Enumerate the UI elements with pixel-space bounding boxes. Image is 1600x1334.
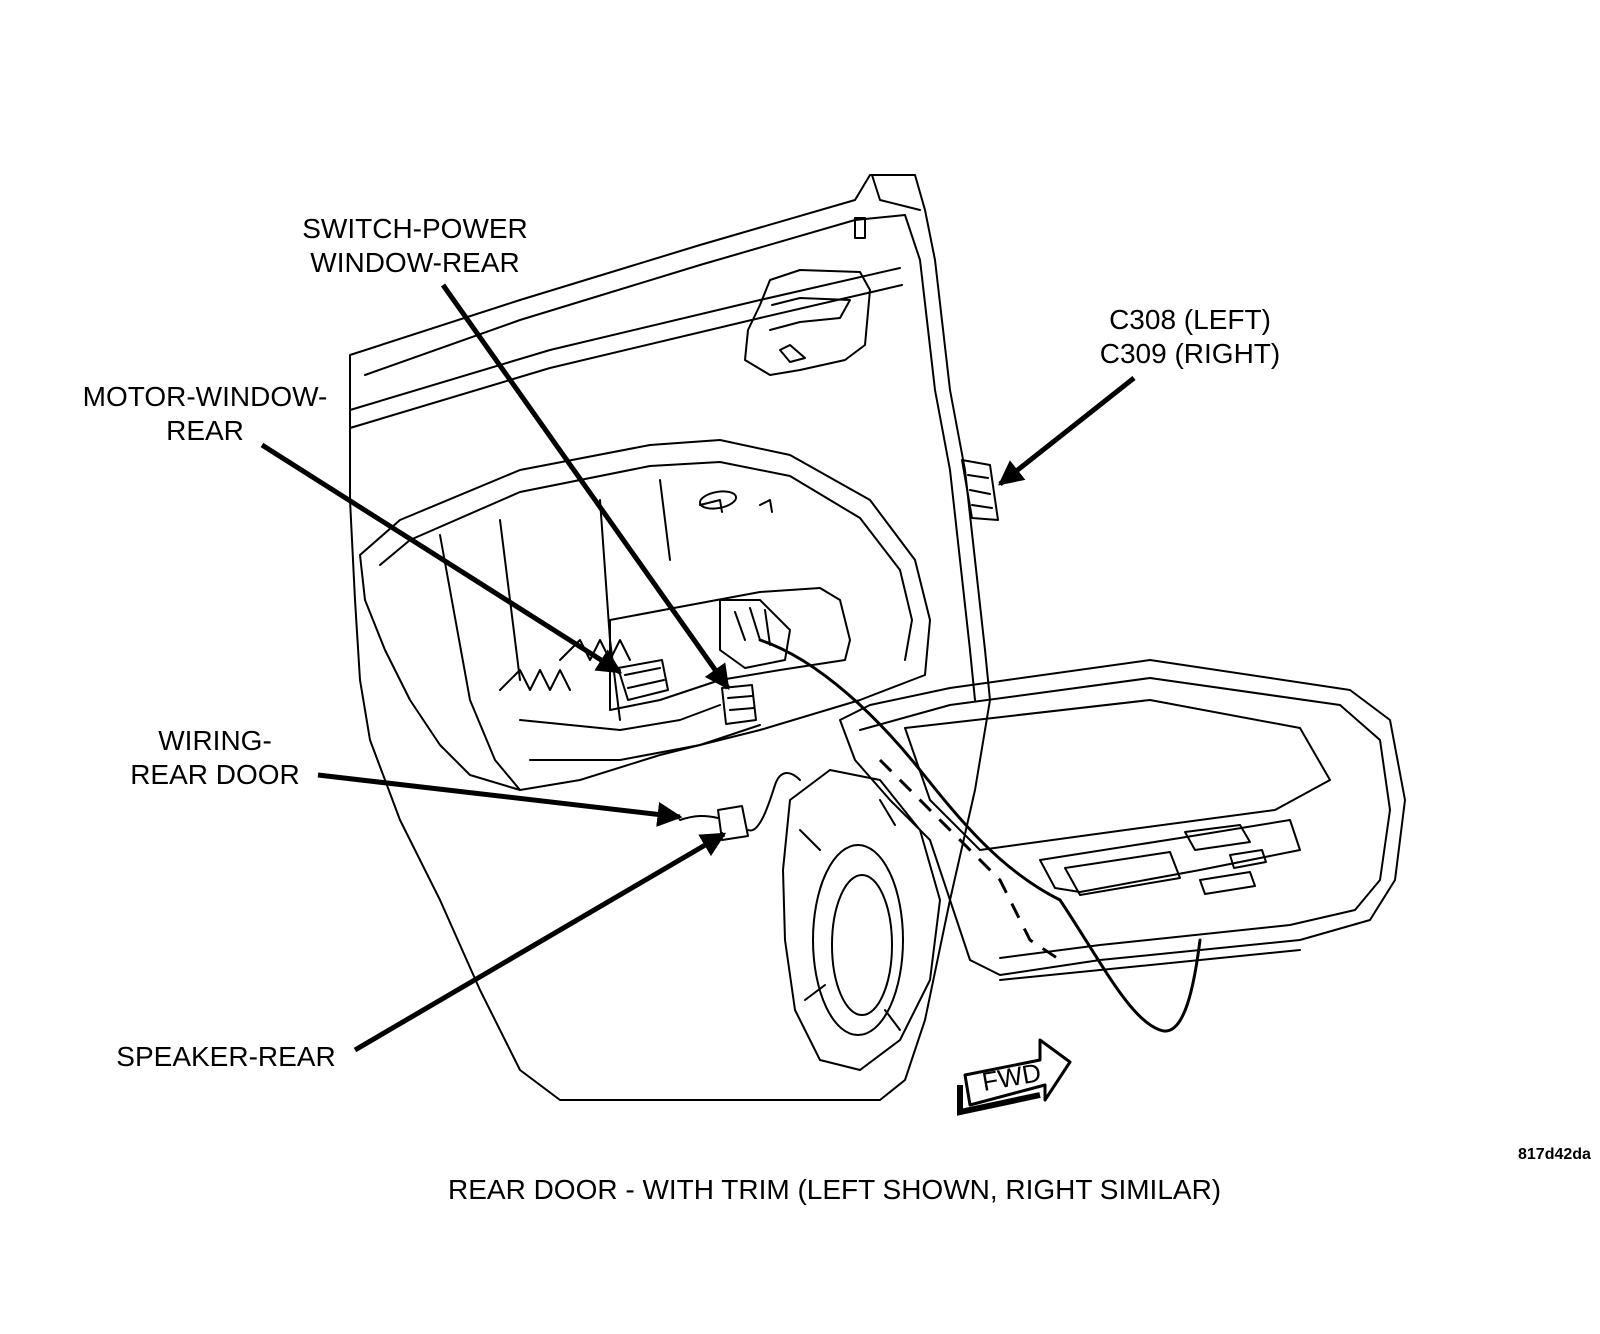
lock-post [854, 217, 866, 239]
leader-motor-window [260, 442, 623, 675]
power-window-switch [1184, 824, 1251, 851]
leader-connector [998, 376, 1136, 486]
leader-wiring [317, 772, 683, 827]
harness-dashed-path [878, 758, 1061, 962]
label-motor-window: MOTOR-WINDOW- REAR [82, 381, 328, 446]
figure-caption: REAR DOOR - WITH TRIM (LEFT SHOWN, RIGHT… [448, 1174, 1222, 1205]
figure-code: 817d42da [1518, 1146, 1591, 1163]
fwd-arrow [957, 1038, 1072, 1116]
door-shell [349, 174, 991, 1101]
speaker-housing [782, 769, 941, 1071]
switch-connector [721, 684, 757, 725]
window-regulator [609, 587, 851, 711]
motor-connector [617, 659, 669, 701]
door-module [359, 439, 931, 791]
leader-speaker [353, 831, 727, 1053]
switch-bezel [1039, 819, 1301, 893]
label-speaker: SPEAKER-REAR [116, 1041, 336, 1072]
label-switch-power-window: SWITCH-POWER WINDOW-REAR [302, 213, 528, 278]
door-connector [961, 459, 999, 521]
leader-switch-power-window [440, 283, 731, 691]
label-connector: C308 (LEFT) C309 (RIGHT) [1099, 304, 1281, 369]
interior-handle [744, 269, 871, 376]
trim-panel [839, 659, 1406, 976]
wiring-connector [717, 805, 749, 841]
label-wiring: WIRING- REAR DOOR [130, 725, 300, 790]
door-belt-line-2 [349, 284, 903, 429]
trim-recess [904, 699, 1331, 851]
speaker-cone [812, 844, 904, 1036]
upper-frame [871, 174, 921, 211]
module-oval [699, 490, 737, 510]
door-inner-edge [364, 214, 976, 701]
door-belt-line [349, 267, 901, 411]
